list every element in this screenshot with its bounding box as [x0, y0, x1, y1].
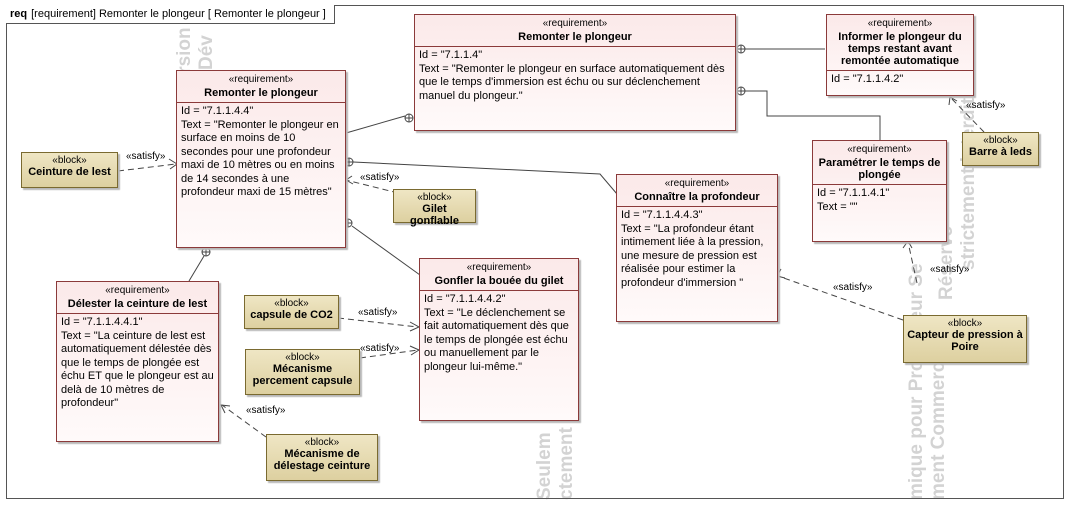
containment-link — [352, 161, 618, 195]
requirement-delester-la-ceinture[interactable]: «requirement» Délester la ceinture de le… — [56, 281, 219, 442]
requirement-id: Id = "7.1.1.4.4.2" — [424, 293, 506, 305]
requirement-parametrer-le-temps[interactable]: «requirement» Paramétrer le temps de plo… — [812, 140, 947, 242]
requirement-stereotype: «requirement» — [466, 262, 532, 273]
requirement-name: Délester la ceinture de lest — [67, 298, 208, 310]
diagram-frame-tab: req[requirement] Remonter le plongeur [ … — [6, 5, 335, 24]
block-capteur-de-pression[interactable]: «block» Capteur de pression à Poire — [903, 315, 1027, 363]
requirement-connaitre-la-profondeur[interactable]: «requirement» Connaître la profondeur Id… — [616, 174, 778, 322]
block-name: Ceinture de lest — [28, 166, 111, 178]
satisfy-link — [345, 179, 399, 194]
block-stereotype: «block» — [983, 135, 1018, 146]
requirement-remonter-le-plongeur-71144[interactable]: «requirement» Remonter le plongeur Id = … — [176, 70, 346, 248]
satisfy-link — [337, 317, 419, 328]
containment-link — [188, 255, 205, 282]
requirement-text: Text = "La ceinture de lest est automati… — [61, 329, 214, 410]
satisfy-label: «satisfy» — [126, 151, 166, 162]
requirement-text: Text = "Remonter le plongeur en surface … — [419, 62, 725, 102]
satisfy-label: «satisfy» — [360, 172, 400, 183]
requirement-name: Remonter le plongeur — [204, 87, 318, 99]
requirement-name: Connaître la profondeur — [634, 191, 760, 203]
requirement-id: Id = "7.1.1.4" — [419, 49, 483, 61]
requirement-stereotype: «requirement» — [542, 18, 608, 29]
containment-marker-cross — [405, 114, 413, 122]
requirement-stereotype: «requirement» — [105, 285, 170, 296]
requirement-remonter-le-plongeur-7114[interactable]: «requirement» Remonter le plongeur Id = … — [414, 14, 736, 131]
satisfy-label: «satisfy» — [833, 282, 873, 293]
satisfy-arrowhead — [776, 268, 786, 279]
satisfy-link — [117, 163, 177, 172]
block-stereotype: «block» — [274, 298, 309, 309]
requirement-stereotype: «requirement» — [228, 74, 294, 85]
satisfy-arrowhead — [902, 240, 913, 249]
requirement-name: Remonter le plongeur — [518, 31, 632, 43]
containment-marker-cross — [737, 87, 745, 95]
satisfy-link — [777, 275, 904, 321]
requirement-stereotype: «requirement» — [847, 144, 912, 155]
satisfy-label: «satisfy» — [358, 307, 398, 318]
block-capsule-de-co2[interactable]: «block» capsule de CO2 — [244, 295, 339, 329]
requirement-stereotype: «requirement» — [867, 18, 933, 29]
requirement-stereotype: «requirement» — [664, 178, 730, 189]
satisfy-label: «satisfy» — [966, 100, 1006, 111]
frame-keyword: req — [10, 8, 28, 20]
requirement-id: Id = "7.1.1.4.4.1" — [61, 316, 143, 328]
satisfy-label: «satisfy» — [246, 405, 286, 416]
requirement-id: Id = "7.1.1.4.4" — [181, 105, 254, 117]
block-stereotype: «block» — [947, 318, 983, 329]
satisfy-label: «satisfy» — [930, 264, 970, 275]
block-name: Mécanisme percement capsule — [252, 363, 353, 387]
diagram-frame — [6, 5, 1064, 499]
requirement-text: Text = "" — [817, 200, 858, 213]
containment-marker-cross — [202, 248, 210, 256]
frame-title: [requirement] Remonter le plongeur [ Rem… — [31, 8, 326, 20]
block-barre-a-leds[interactable]: «block» Barre à leds — [962, 132, 1039, 166]
block-mecanisme-de-delestage-ceinture[interactable]: «block» Mécanisme de délestage ceinture — [266, 434, 378, 481]
block-stereotype: «block» — [285, 352, 320, 363]
requirement-text: Text = "La profondeur étant intimement l… — [621, 222, 764, 289]
satisfy-arrowhead — [345, 175, 354, 185]
requirement-gonfler-la-bouee[interactable]: «requirement» Gonfler la bouée du gilet … — [419, 258, 579, 421]
requirement-name: Paramétrer le temps de plongée — [818, 157, 941, 181]
containment-marker-cross — [345, 158, 353, 166]
satisfy-arrowhead — [220, 404, 231, 414]
block-stereotype: «block» — [417, 192, 452, 203]
block-name: capsule de CO2 — [250, 309, 333, 321]
requirement-text: Text = "Remonter le plongeur en surface … — [181, 118, 339, 199]
block-name: Capteur de pression à Poire — [907, 329, 1023, 353]
requirement-name: Gonfler la bouée du gilet — [434, 275, 564, 287]
requirement-name: Informer le plongeur du temps restant av… — [838, 31, 962, 67]
containment-link — [745, 90, 881, 141]
block-name: Barre à leds — [969, 146, 1032, 158]
satisfy-link — [949, 96, 985, 133]
requirement-id: Id = "7.1.1.4.2" — [831, 73, 904, 85]
satisfy-link — [907, 241, 918, 284]
containment-link — [351, 225, 421, 276]
block-mecanisme-percement-capsule[interactable]: «block» Mécanisme percement capsule — [245, 349, 360, 395]
block-gilet-gonflable[interactable]: «block» Gilet gonflable — [393, 189, 476, 227]
block-stereotype: «block» — [52, 155, 87, 166]
requirement-informer-le-plongeur[interactable]: «requirement» Informer le plongeur du te… — [826, 14, 974, 96]
requirement-id: Id = "7.1.1.4.1" — [817, 187, 890, 199]
containment-link — [345, 115, 406, 134]
satisfy-label: «satisfy» — [360, 343, 400, 354]
block-name: Gilet gonflable — [410, 203, 459, 227]
requirement-text: Text = "Le déclenchement se fait automat… — [424, 306, 569, 373]
block-name: Mécanisme de délestage ceinture — [273, 448, 371, 472]
block-stereotype: «block» — [304, 437, 340, 448]
satisfy-link — [221, 404, 267, 438]
block-ceinture-de-lest[interactable]: «block» Ceinture de lest — [21, 152, 118, 188]
satisfy-arrowhead — [948, 96, 958, 106]
requirement-id: Id = "7.1.1.4.4.3" — [621, 209, 703, 221]
containment-marker-cross — [737, 45, 745, 53]
